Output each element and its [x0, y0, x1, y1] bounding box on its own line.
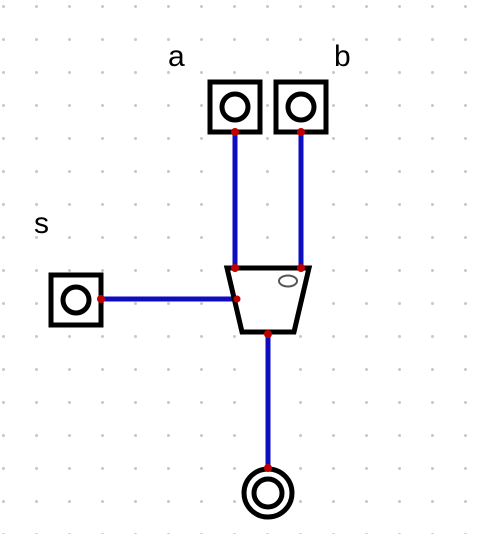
connection-dot-b [297, 128, 305, 136]
wires [101, 132, 304, 468]
multiplexer[interactable] [223, 265, 313, 335]
output-pin-inner-ring-icon [251, 476, 285, 510]
connection-dot-a [231, 128, 239, 136]
input-pin-s-frame [48, 272, 104, 328]
input-pin-b-frame [273, 79, 329, 135]
input-pin-a[interactable] [207, 79, 263, 135]
output-pin[interactable] [241, 466, 295, 520]
input-pin-s-state-icon [60, 284, 92, 316]
input-pin-b[interactable] [273, 79, 329, 135]
input-label-b: b [334, 40, 351, 73]
connection-dot-s [97, 295, 105, 303]
input-pin-s[interactable] [48, 272, 104, 328]
input-pin-a-state-icon [219, 91, 251, 123]
input-label-s: s [34, 207, 49, 240]
connection-points [97, 128, 305, 472]
input-pin-a-frame [207, 79, 263, 135]
input-label-a: a [168, 40, 185, 73]
connection-dot-mux-in-a [231, 264, 239, 272]
multiplexer-select-indicator [278, 274, 298, 288]
connection-dot-mux-select [233, 295, 241, 303]
input-pin-b-state-icon [285, 91, 317, 123]
output-pin-outer-ring [241, 466, 295, 520]
connection-dot-output [264, 464, 272, 472]
connection-dot-mux-in-b [297, 264, 305, 272]
connection-dot-mux-out [264, 330, 272, 338]
